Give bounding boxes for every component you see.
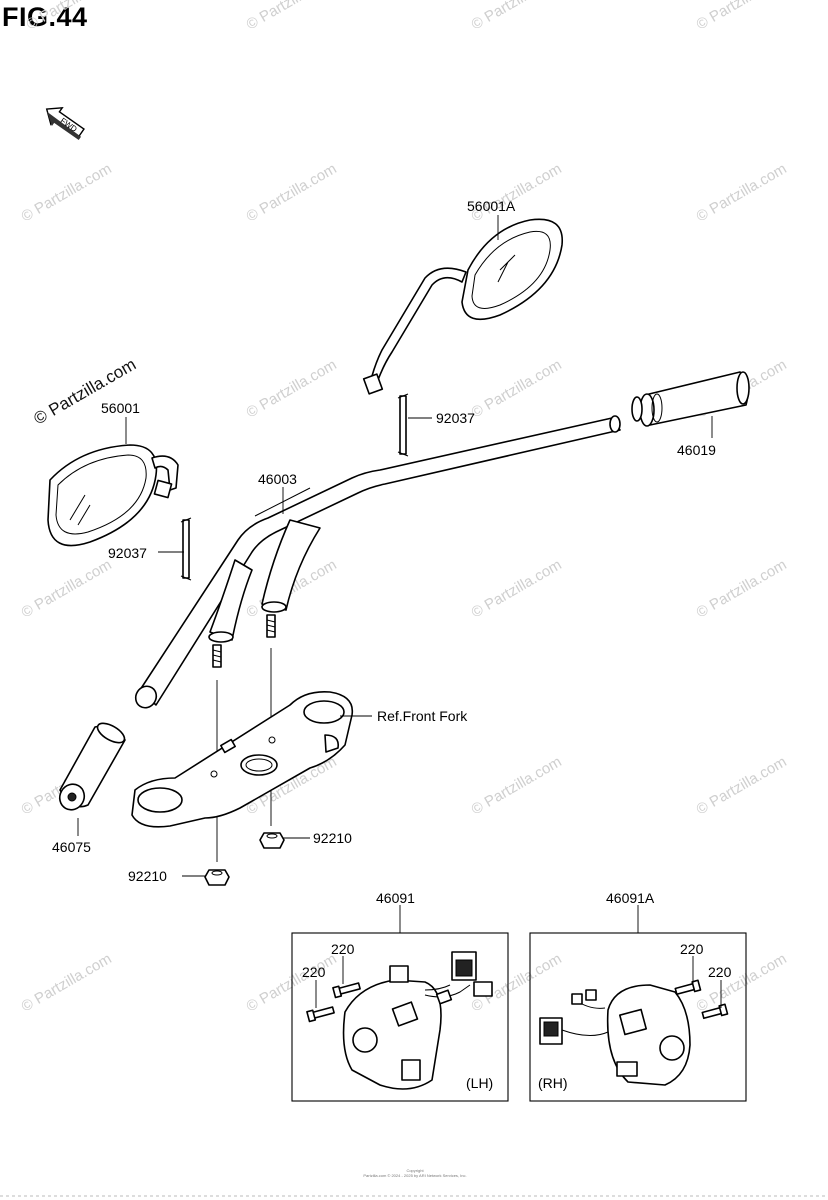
label-screw-lh-1[interactable]: 220 [331,941,355,957]
nut-left [204,869,230,886]
label-screw-rh-1[interactable]: 220 [680,941,704,957]
watermark: © Partzilla.com [19,950,115,1015]
copyright-footer: Copyright Partzilla.com © 2024 - 2025 by… [330,1168,500,1178]
label-switch-rh[interactable]: 46091A [606,890,655,906]
label-switch-lh[interactable]: 46091 [376,890,415,906]
clamp-left [180,517,192,581]
label-rh: (RH) [538,1075,568,1091]
label-mirror-left[interactable]: 56001 [101,400,140,416]
watermark: © Partzilla.com [694,753,790,818]
watermark: © Partzilla.com [469,0,565,33]
watermark: © Partzilla.com [469,356,565,421]
switch-rh [539,979,729,1086]
figure-title: FIG.44 [2,2,88,32]
label-ref-front-fork[interactable]: Ref.Front Fork [377,708,468,724]
label-grip-left[interactable]: 46075 [52,839,91,855]
label-nut-right[interactable]: 92210 [313,830,352,846]
watermark: © Partzilla.com [469,753,565,818]
leader-lines [77,215,722,1008]
clamp-right [397,393,409,457]
mirror-right [362,218,563,395]
watermark: © Partzilla.com [469,160,565,225]
label-clamp-left[interactable]: 92037 [108,545,147,561]
handlebar [134,415,621,709]
watermark: © Partzilla.com [24,0,120,33]
fwd-arrow-icon: FWD [45,106,85,141]
watermark: © Partzilla.com [19,556,115,621]
label-lh: (LH) [466,1075,493,1091]
part-labels: 56001A 56001 92037 46019 46003 92037 Ref… [52,198,732,1091]
watermark-prominent: © Partzilla.com [31,355,140,429]
upper-fork-bracket [131,690,354,828]
label-handlebar[interactable]: 46003 [258,471,297,487]
label-screw-rh-2[interactable]: 220 [708,964,732,980]
watermark: © Partzilla.com [19,160,115,225]
watermark: © Partzilla.com [244,160,340,225]
grip-right [631,371,750,427]
watermark: © Partzilla.com [694,160,790,225]
label-grip-right[interactable]: 46019 [677,442,716,458]
watermark: © Partzilla.com [244,356,340,421]
copyright-line: Partzilla.com © 2024 - 2025 by ARI Netwo… [363,1173,467,1178]
switch-lh [306,951,493,1090]
copyright-line: Copyright [406,1168,424,1173]
watermark: © Partzilla.com [694,950,790,1015]
nut-right [259,832,285,849]
mirror-left [47,444,179,547]
watermark: © Partzilla.com [244,0,340,33]
label-mirror-right[interactable]: 56001A [467,198,516,214]
label-nut-left[interactable]: 92210 [128,868,167,884]
watermark: © Partzilla.com [694,556,790,621]
label-screw-lh-2[interactable]: 220 [302,964,326,980]
label-clamp-right[interactable]: 92037 [436,410,475,426]
watermark: © Partzilla.com [694,0,790,33]
grip-left [58,722,126,811]
watermark: © Partzilla.com [469,556,565,621]
